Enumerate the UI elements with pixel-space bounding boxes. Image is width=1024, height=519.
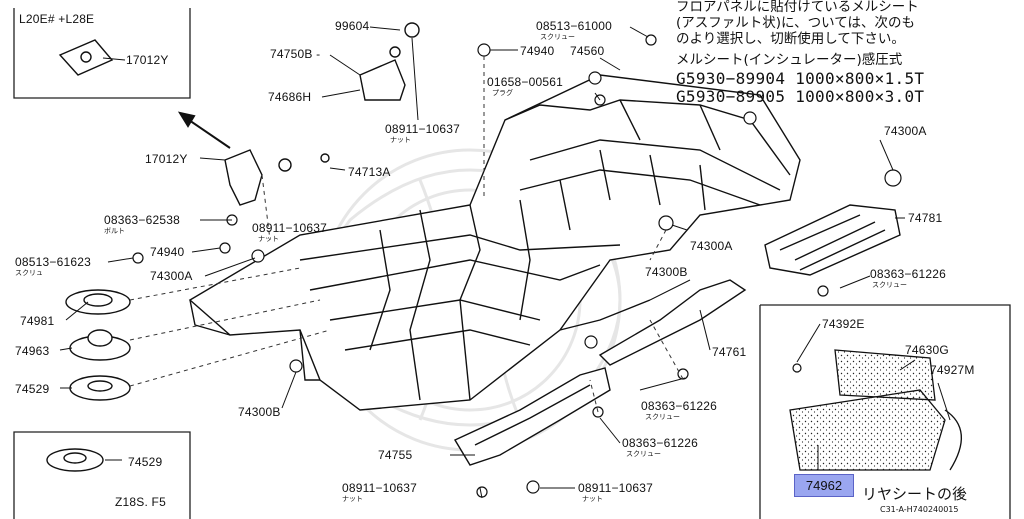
mount-74529 xyxy=(69,375,131,401)
label-74927m: 74927M xyxy=(930,363,975,377)
label-74560: 74560 xyxy=(570,44,605,58)
bracket-17012y-inset xyxy=(58,39,114,76)
label-74300b-2: 74300B xyxy=(645,265,688,279)
label-08363-b: 08363−61226 xyxy=(870,267,946,281)
reinforcement-74781 xyxy=(764,204,901,276)
bracket-17012y xyxy=(224,149,330,206)
label-08363-c: 08363−61226 xyxy=(641,399,717,413)
label-99604: 99604 xyxy=(335,19,370,33)
side-member-74761 xyxy=(598,279,747,366)
highlighted-part-74962[interactable]: 74962 xyxy=(794,474,854,497)
note-line-1: フロアパネルに貼付けているメルシート xyxy=(676,0,919,15)
label-74300a-3: 74300A xyxy=(690,239,733,253)
inset-pointer-arrow xyxy=(177,111,231,149)
label-74940-a: 74940 xyxy=(150,245,185,259)
label-08363-a-sub: ボルト xyxy=(104,227,125,235)
label-08911-c: 08911−10637 xyxy=(342,481,418,495)
label-08363-c-sub: スクリュー xyxy=(645,413,680,421)
label-74300a-1: 74300A xyxy=(150,269,193,283)
label-08911-b: 08911−10637 xyxy=(252,221,328,235)
label-17012y: 17012Y xyxy=(145,152,188,166)
bracket-74686h xyxy=(359,22,420,101)
note-line-3: のより選択し、切断使用して下さい。 xyxy=(676,31,905,47)
mount-74981 xyxy=(65,289,131,315)
label-74686h: 74686H xyxy=(268,90,312,104)
note-part-1: G5930−89904 1000×800×1.5T xyxy=(676,69,925,88)
label-08513-b: 08513−61000 xyxy=(536,19,612,33)
label-08513-a: 08513−61623 xyxy=(15,255,91,269)
label-74529: 74529 xyxy=(15,382,50,396)
label-74750b: 74750B - xyxy=(270,47,321,61)
insulator-74962 xyxy=(789,349,963,471)
label-08513-a-sub: スクリュ xyxy=(15,269,43,277)
label-74630g: 74630G xyxy=(905,343,949,357)
label-74781: 74781 xyxy=(908,211,943,225)
inset-caption: Z18S. F5 xyxy=(115,495,166,509)
label-08363-d: 08363−61226 xyxy=(622,436,698,450)
label-74940-b: 74940 xyxy=(520,44,555,58)
label-74713a: 74713A xyxy=(348,165,391,179)
label-08513-b-sub: スクリュー xyxy=(540,33,575,41)
label-01658: 01658−00561 xyxy=(487,75,563,89)
note-part-2: G5930−89905 1000×800×3.0T xyxy=(676,87,925,106)
label-08911-a-sub: ナット xyxy=(390,136,411,144)
label-08363-a: 08363−62538 xyxy=(104,213,180,227)
inset-frames xyxy=(13,8,1011,519)
label-08363-b-sub: スクリュー xyxy=(872,281,907,289)
note-line-4: メルシート(インシュレーター)感圧式 xyxy=(676,52,903,68)
label-08363-d-sub: スクリュー xyxy=(626,450,661,458)
inset-caption-rear-seat: リヤシートの後 xyxy=(862,485,968,503)
member-74755 xyxy=(453,367,611,466)
label-74963: 74963 xyxy=(15,344,50,358)
label-74761: 74761 xyxy=(712,345,747,359)
label-08911-a: 08911−10637 xyxy=(385,122,461,136)
label-74529-inset: 74529 xyxy=(128,455,163,469)
label-08911-d: 08911−10637 xyxy=(578,481,654,495)
label-74300a-2: 74300A xyxy=(884,124,927,138)
label-08911-c-sub: ナット xyxy=(342,495,363,503)
label-08911-d-sub: ナット xyxy=(582,495,603,503)
label-74392e: 74392E xyxy=(822,317,865,331)
note-line-2: (アスファルト状)に、ついては、次のも xyxy=(676,15,915,31)
floor-pan xyxy=(188,74,801,411)
label-01658-sub: プラグ xyxy=(492,89,513,97)
mount-74529-inset xyxy=(46,448,104,472)
label-74300b: 74300B xyxy=(238,405,281,419)
mount-74963 xyxy=(69,329,131,361)
leader-lines xyxy=(59,26,951,499)
label-74755: 74755 xyxy=(378,448,413,462)
label-17012y-inset: 17012Y xyxy=(126,53,169,67)
inset-title: L20E# +L28E xyxy=(19,12,95,26)
dashed-guides xyxy=(129,56,684,413)
label-08911-b-sub: ナット xyxy=(258,235,279,243)
label-74981: 74981 xyxy=(20,314,55,328)
footer-code: C31-A-H740240015 xyxy=(880,505,959,514)
